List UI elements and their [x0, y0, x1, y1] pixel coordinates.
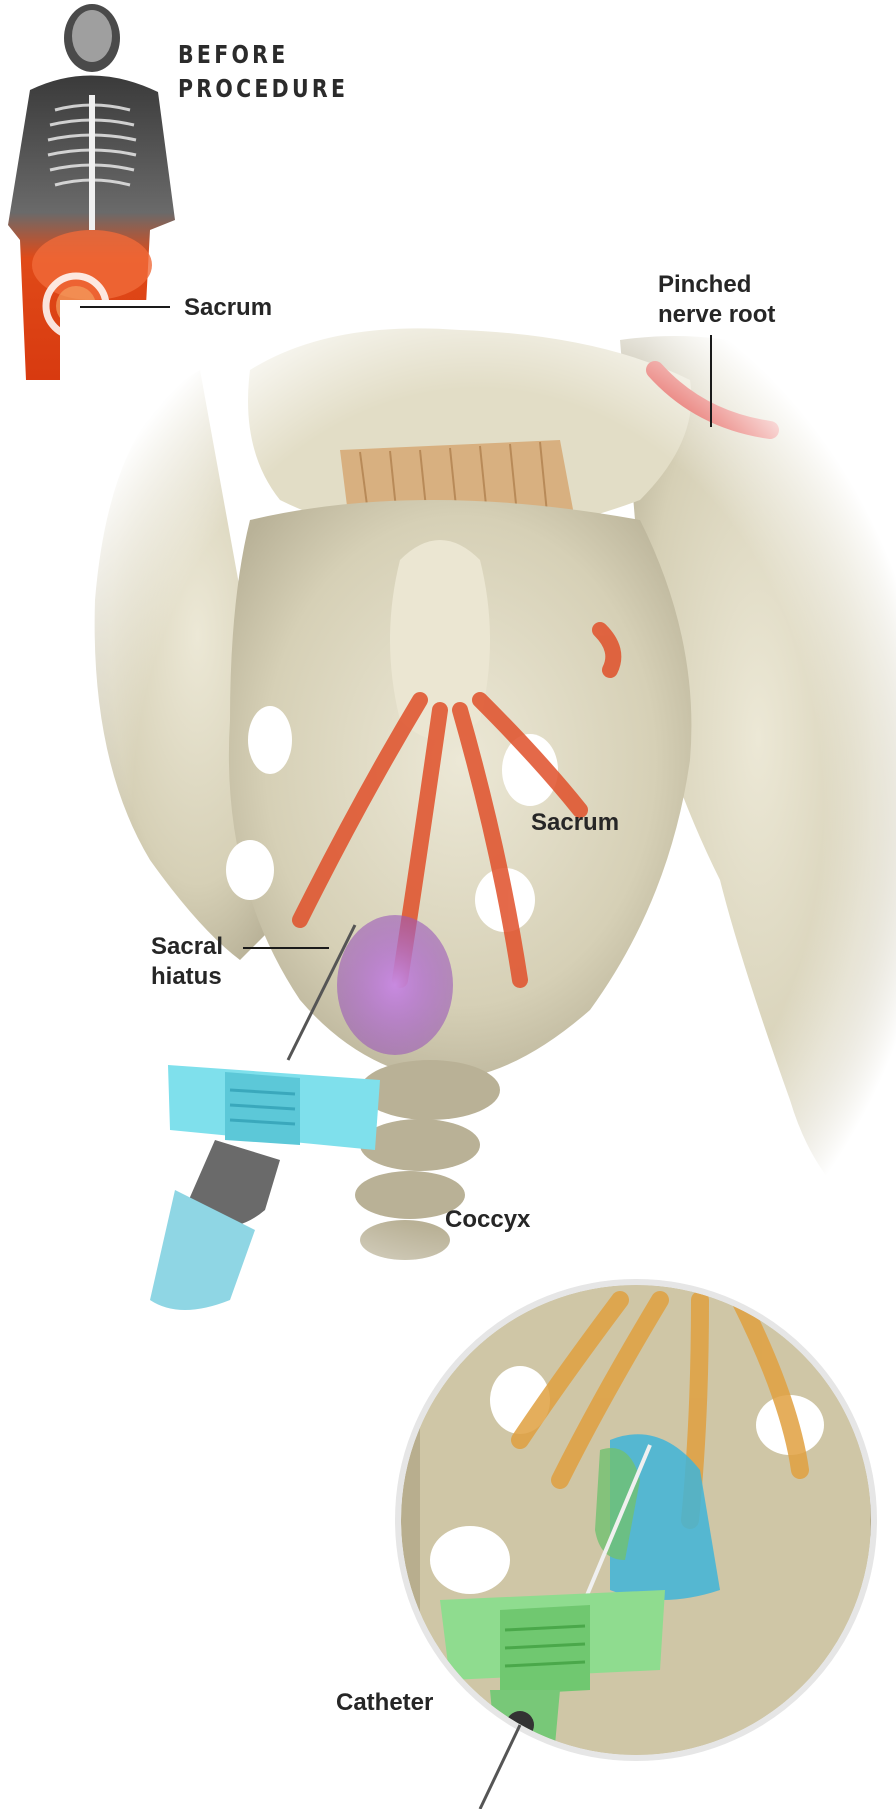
catheter-line	[480, 1725, 520, 1809]
label-pinched-nerve-root: Pinched nerve root	[658, 270, 775, 330]
label-sacral-hiatus: Sacral hiatus	[151, 932, 223, 992]
pinched-line-2: nerve root	[658, 300, 775, 330]
label-sacrum-figure: Sacrum	[184, 293, 272, 323]
label-sacrum-main: Sacrum	[531, 808, 619, 838]
pelvis-bone	[60, 300, 896, 1320]
sacrum-figure-leader	[80, 306, 170, 308]
label-catheter: Catheter	[336, 1688, 433, 1718]
hiatus-line-2: hiatus	[151, 962, 223, 992]
pinched-line-1: Pinched	[658, 270, 775, 300]
inset-magnifier	[396, 1277, 876, 1809]
hiatus-line-1: Sacral	[151, 932, 223, 962]
sacral-hiatus-leader	[243, 947, 329, 949]
label-coccyx: Coccyx	[445, 1205, 530, 1235]
pinched-nerve-leader	[710, 335, 712, 427]
